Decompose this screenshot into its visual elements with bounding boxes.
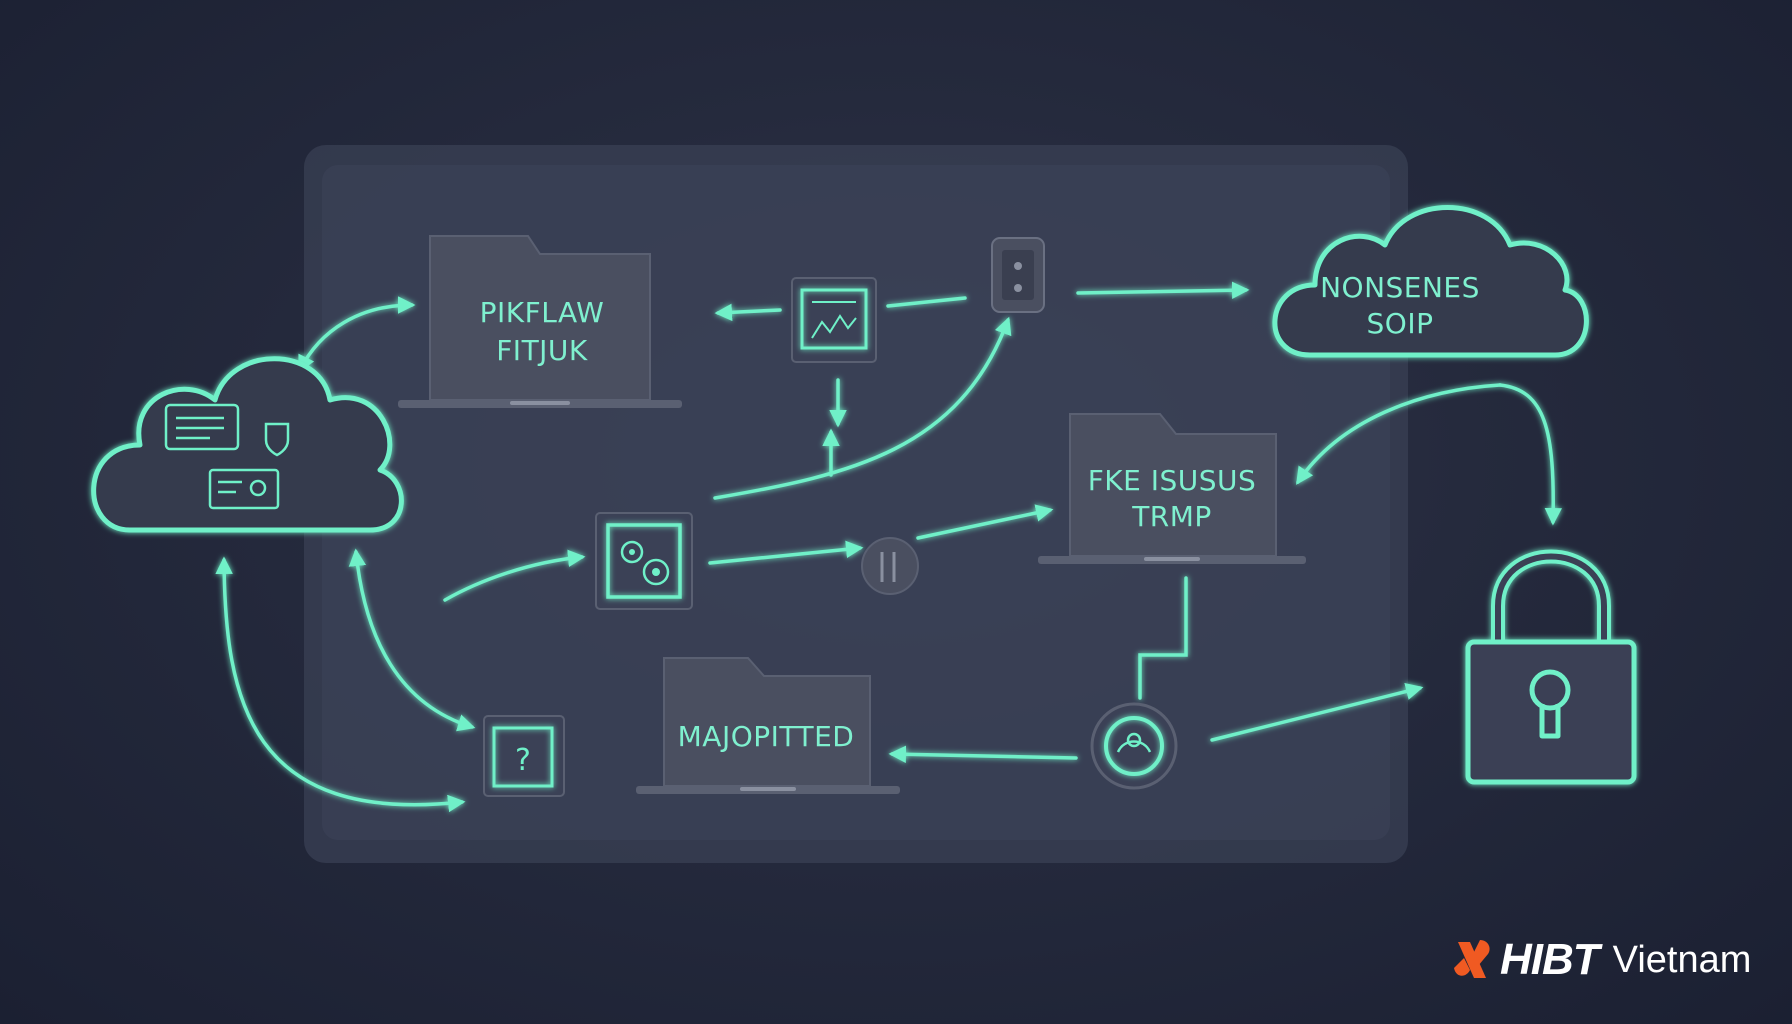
connectors	[215, 281, 1563, 813]
chart-screen-icon	[791, 277, 877, 363]
handshake-coin-icon	[1090, 702, 1178, 790]
cloud-right: NONSENES SOIP	[1272, 205, 1589, 358]
arrow-cloud-to-laptop-top	[298, 296, 416, 374]
arrow-cloud-bottom-loop	[215, 556, 466, 813]
laptop-bottom: MAJOPITTED	[636, 657, 900, 794]
padlock-icon	[1465, 549, 1637, 785]
shield-icon	[264, 422, 290, 457]
laptop-top: PIKFLAW FITJUK	[398, 235, 682, 408]
brand-mark-icon	[1454, 940, 1490, 978]
arrow-chart-to-laptop-top	[714, 303, 782, 322]
arrow-phone-to-cloud-right	[1076, 281, 1250, 299]
laptop-bottom-label: MAJOPITTED	[678, 720, 855, 753]
line-laptop-middle-to-handshake	[1138, 576, 1188, 700]
laptop-middle-label-line1: FKE ISUSUS	[1088, 464, 1257, 497]
brand-region: Vietnam	[1612, 938, 1752, 981]
laptop-middle: FKE ISUSUS TRMP	[1038, 413, 1306, 564]
arrow-chart-to-phone	[886, 296, 967, 308]
chat-bubble-icon	[164, 403, 240, 451]
arrow-gears-to-coin	[708, 540, 864, 565]
cloud-right-label-line1: NONSENES	[1320, 271, 1480, 304]
laptop-top-label-line2: FITJUK	[496, 334, 588, 367]
laptop-top-label-line1: PIKFLAW	[480, 296, 605, 329]
brand-name: HIBT	[1500, 935, 1600, 984]
arrow-coin-to-laptop-middle	[916, 504, 1054, 540]
coin-icon	[861, 537, 919, 595]
arrow-curve-up-to-phone	[713, 316, 1012, 500]
arrow-handshake-to-laptop-bottom	[888, 745, 1078, 764]
laptop-middle-label-line2: TRMP	[1131, 500, 1212, 533]
phone-device-icon	[991, 237, 1045, 313]
cloud-left-icon	[91, 356, 404, 533]
gears-box-icon	[595, 512, 693, 610]
help-box-symbol: ?	[515, 743, 531, 778]
help-box-icon: ?	[483, 715, 565, 797]
arrow-cloud-right-to-padlock	[1498, 383, 1563, 526]
id-card-icon	[208, 468, 280, 510]
arrow-cloud-right-to-laptop-middle	[1296, 383, 1502, 485]
arrow-handshake-to-padlock	[1210, 682, 1424, 742]
cloud-right-label-line2: SOIP	[1367, 307, 1434, 340]
brand-logo: HIBT Vietnam	[1452, 935, 1751, 985]
